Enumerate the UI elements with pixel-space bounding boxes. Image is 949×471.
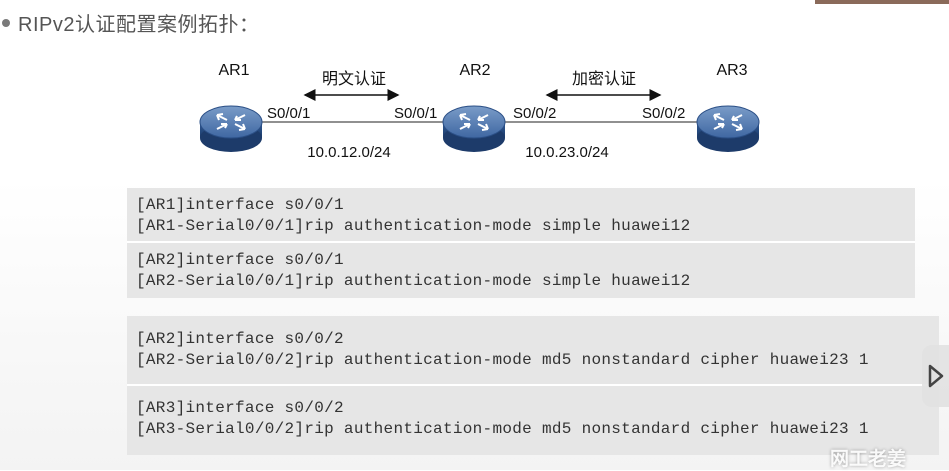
router-ar3-icon (696, 105, 760, 152)
config-line: [AR2-Serial0/0/1]rip authentication-mode… (136, 272, 691, 290)
config-block-2: [AR2]interface s0/0/2 [AR2-Serial0/0/2]r… (127, 316, 939, 455)
config-line: [AR2]interface s0/0/1 (136, 251, 344, 269)
play-icon (928, 364, 944, 388)
topology-diagram: AR1 AR2 AR3 明文认证 加密认证 S0/0/1 S0/0/1 S0/0… (199, 62, 760, 161)
port-label-ar3: S0/0/2 (642, 105, 685, 122)
network-label-2: 10.0.23.0/24 (525, 144, 608, 161)
auth-label-2: 加密认证 (572, 70, 636, 88)
corner-video-strip (815, 0, 949, 4)
config-divider (127, 384, 939, 386)
config-line: [AR3]interface s0/0/2 (136, 399, 344, 417)
config-line: [AR2-Serial0/0/2]rip authentication-mode… (136, 351, 869, 369)
watermark-text: 网工老姜 (830, 448, 907, 470)
router-ar2-icon (442, 105, 506, 152)
play-overlay-button[interactable] (922, 345, 949, 407)
auth-label-1: 明文认证 (322, 70, 386, 88)
config-line: [AR1]interface s0/0/1 (136, 196, 344, 214)
port-label-ar2-left: S0/0/1 (394, 105, 437, 122)
router-label-ar3: AR3 (716, 62, 747, 79)
router-label-ar1: AR1 (218, 62, 249, 79)
port-label-ar2-right: S0/0/2 (513, 105, 556, 122)
port-label-ar1: S0/0/1 (267, 105, 310, 122)
config-line: [AR1-Serial0/0/1]rip authentication-mode… (136, 217, 691, 235)
network-label-1: 10.0.12.0/24 (307, 144, 390, 161)
config-divider (127, 241, 915, 243)
router-ar1-icon (199, 105, 263, 152)
config-block-1: [AR1]interface s0/0/1 [AR1-Serial0/0/1]r… (127, 188, 915, 298)
config-line: [AR3-Serial0/0/2]rip authentication-mode… (136, 420, 869, 438)
config-line: [AR2]interface s0/0/2 (136, 330, 344, 348)
slide-title: RIPv2认证配置案例拓扑： (18, 14, 260, 36)
router-label-ar2: AR2 (459, 62, 490, 79)
title-row: RIPv2认证配置案例拓扑： (2, 8, 259, 37)
bullet-icon (2, 18, 10, 27)
